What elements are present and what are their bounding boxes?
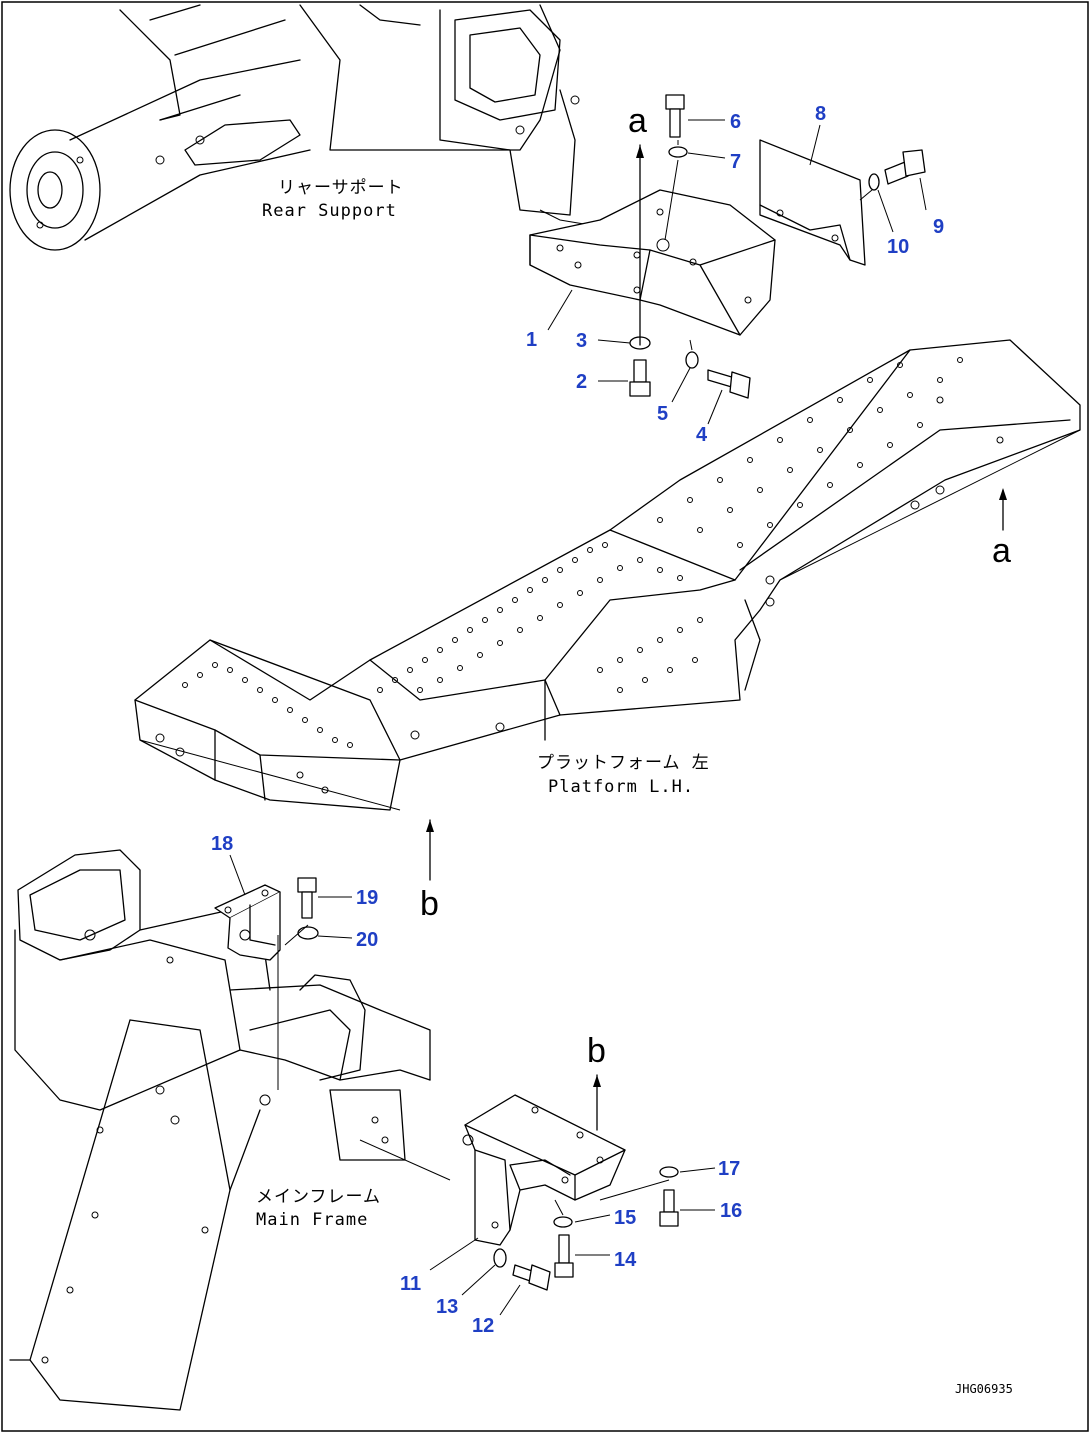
callouts: 1 2 3 4 5 6 7 8 9 10 11 12 13 14 15 16 1…	[211, 103, 944, 1337]
callout-10: 10	[887, 236, 909, 258]
callout-1: 1	[526, 329, 537, 351]
callout-17: 17	[718, 1158, 740, 1180]
callout-4: 4	[696, 424, 708, 446]
platform-perforations	[182, 357, 963, 748]
drawing-code: JHG06935	[955, 1382, 1013, 1396]
callout-7: 7	[730, 151, 741, 173]
callout-6: 6	[730, 111, 741, 133]
callout-15: 15	[614, 1207, 636, 1229]
callout-16: 16	[720, 1200, 742, 1222]
ref-a-right: a	[992, 532, 1011, 570]
callout-5: 5	[657, 403, 668, 425]
callout-14: 14	[614, 1249, 637, 1271]
callout-12: 12	[472, 1315, 494, 1337]
callout-19: 19	[356, 887, 378, 909]
callout-9: 9	[933, 216, 944, 238]
callout-3: 3	[576, 330, 587, 352]
platform-label-jp: プラットフォーム 左	[537, 753, 710, 773]
main-frame-label-jp: メインフレーム	[256, 1187, 381, 1207]
rear-support-drawing	[9, 4, 591, 251]
ref-b-bottom: b	[587, 1032, 606, 1070]
rear-support-label-en: Rear Support	[262, 201, 397, 221]
assembly-lines	[277, 140, 873, 1216]
callout-13: 13	[436, 1296, 458, 1318]
bracket-18	[214, 884, 281, 961]
fasteners-11	[493, 1166, 679, 1291]
callout-18: 18	[211, 833, 233, 855]
fasteners-18	[297, 877, 319, 940]
ref-b-left: b	[420, 885, 439, 923]
bracket-11	[462, 1094, 626, 1246]
fasteners-top	[629, 94, 926, 399]
rear-support-label-jp: リャーサポート	[278, 178, 404, 198]
callout-8: 8	[815, 103, 826, 125]
platform-label-en: Platform L.H.	[548, 777, 694, 797]
callout-2: 2	[576, 371, 587, 393]
reference-arrows	[426, 144, 1007, 1131]
callout-20: 20	[356, 929, 378, 951]
text-labels: リャーサポート Rear Support プラットフォーム 左 Platform…	[256, 102, 1013, 1396]
leader-lines	[229, 119, 927, 1316]
main-frame-label-en: Main Frame	[256, 1210, 368, 1230]
plate-8	[759, 139, 866, 266]
callout-11: 11	[400, 1273, 421, 1295]
bracket-1	[529, 189, 776, 336]
platform-lh-drawing	[134, 339, 1081, 811]
ref-a-top: a	[628, 102, 647, 140]
